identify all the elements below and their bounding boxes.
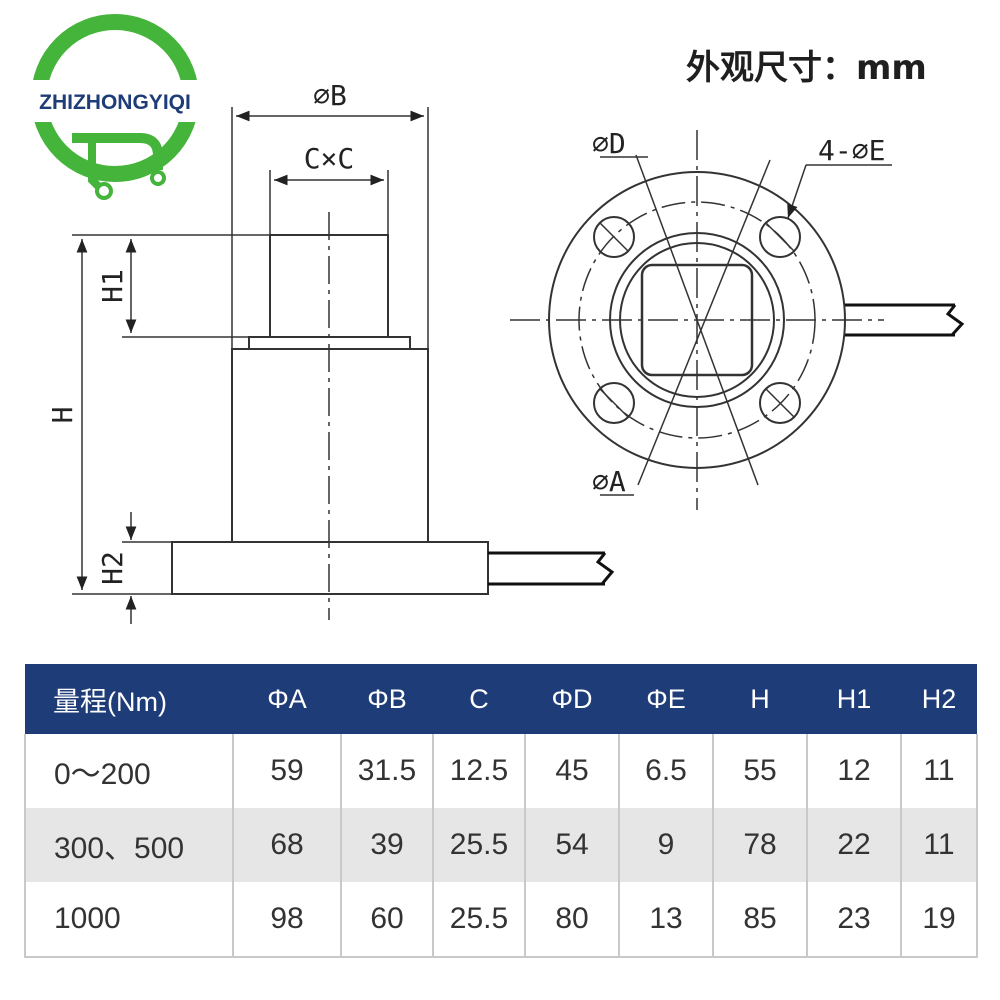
- dimensions-title: 外观尺寸：mm: [686, 48, 927, 88]
- col-header-h1: H1: [807, 664, 901, 734]
- cell-dB: 31.5: [340, 734, 434, 808]
- cell-range: 1000: [24, 882, 234, 958]
- cell-range: 300、500: [24, 808, 234, 882]
- col-header-dA: ΦA: [233, 664, 341, 734]
- side-view: [171, 212, 615, 620]
- cell-dD: 54: [524, 808, 620, 882]
- col-header-dE: ΦE: [619, 664, 713, 734]
- cell-h2: 11: [900, 734, 978, 808]
- dim-label-h: H: [46, 407, 79, 424]
- base-flange: [171, 541, 489, 595]
- cell-dD: 80: [524, 882, 620, 958]
- cell-range: 0～200: [24, 734, 234, 808]
- table-row: 1000 98 60 25.5 80 13 85 23 19: [24, 882, 978, 958]
- table-row: 300、500 68 39 25.5 54 9 78 22 11: [24, 808, 978, 882]
- cell-h: 85: [712, 882, 808, 958]
- cell-dA: 59: [232, 734, 342, 808]
- col-header-dD: ΦD: [525, 664, 619, 734]
- spec-table: 量程(Nm) ΦA ΦB C ΦD ΦE H H1 H2 0～200 59 31…: [24, 664, 978, 958]
- cell-dD: 45: [524, 734, 620, 808]
- col-header-dB: ΦB: [341, 664, 433, 734]
- cell-dB: 60: [340, 882, 434, 958]
- cell-dE: 6.5: [618, 734, 714, 808]
- cell-h1: 12: [806, 734, 902, 808]
- cell-dB: 39: [340, 808, 434, 882]
- bolt-holes: [593, 216, 801, 424]
- col-header-h2: H2: [901, 664, 977, 734]
- col-header-c: C: [433, 664, 525, 734]
- brand-name: ZHIZHONGYIQI: [39, 91, 191, 114]
- cell-h: 55: [712, 734, 808, 808]
- technical-drawing: ⌀B C×C H1 H H2 ⌀D 4-⌀E: [46, 79, 965, 624]
- dim-label-dB: ⌀B: [313, 79, 347, 112]
- dim-label-4dE: 4-⌀E: [818, 134, 885, 167]
- brand-logo: ZHIZHONGYIQI: [20, 14, 210, 200]
- dim-label-dA: ⌀A: [592, 465, 626, 498]
- top-view: [510, 130, 965, 510]
- col-header-range: 量程(Nm): [25, 664, 233, 734]
- side-dimensions: [72, 107, 429, 624]
- cable: [488, 551, 615, 586]
- cell-h: 78: [712, 808, 808, 882]
- cell-c: 25.5: [432, 808, 526, 882]
- cell-h1: 22: [806, 808, 902, 882]
- col-header-h: H: [713, 664, 807, 734]
- cell-h1: 23: [806, 882, 902, 958]
- top-cable: [845, 303, 965, 337]
- cell-c: 12.5: [432, 734, 526, 808]
- dim-label-cxc: C×C: [304, 142, 355, 175]
- dim-label-dD: ⌀D: [592, 127, 626, 160]
- table-header-row: 量程(Nm) ΦA ΦB C ΦD ΦE H H1 H2: [25, 664, 977, 734]
- table-row: 0～200 59 31.5 12.5 45 6.5 55 12 11: [24, 734, 978, 808]
- body: [231, 348, 429, 543]
- cell-dE: 9: [618, 808, 714, 882]
- cell-h2: 11: [900, 808, 978, 882]
- dim-label-h2: H2: [96, 551, 129, 585]
- cell-dA: 68: [232, 808, 342, 882]
- cell-dE: 13: [618, 882, 714, 958]
- cell-dA: 98: [232, 882, 342, 958]
- cell-h2: 19: [900, 882, 978, 958]
- cell-c: 25.5: [432, 882, 526, 958]
- dim-label-h1: H1: [96, 269, 129, 303]
